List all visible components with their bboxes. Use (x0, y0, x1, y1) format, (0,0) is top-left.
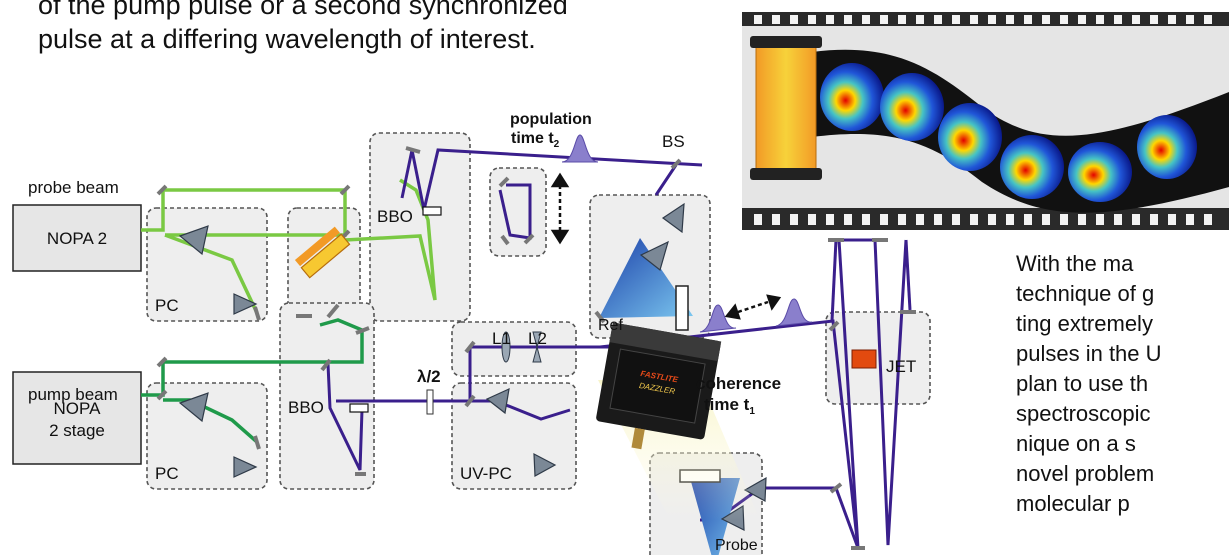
intro-line-1: of the pump pulse or a second synchroniz… (38, 0, 568, 20)
label-nopa-2stage-2: 2 stage (49, 421, 105, 440)
label-coherence-subscript: 1 (749, 406, 755, 417)
label-bbo-top: BBO (377, 207, 413, 226)
side-line-1: With the ma (1016, 251, 1134, 276)
side-line-3: ting extremely (1016, 311, 1153, 336)
lens-box (451, 321, 577, 377)
intro-line-2: pulse at a differing wavelength of inter… (38, 24, 536, 54)
film-perforations (754, 15, 1212, 225)
side-line-9: molecular p (1016, 491, 1130, 516)
ref-spectrum-fan (599, 238, 693, 318)
label-pc-bottom: PC (155, 464, 179, 483)
label-l2: L2 (528, 329, 547, 348)
label-ref: Ref (598, 317, 623, 334)
side-line-8: novel problem (1016, 461, 1155, 486)
nopa2-box (12, 204, 142, 272)
pulse-coherence-1 (699, 304, 737, 333)
mirrors (156, 146, 916, 550)
grating-crystal (294, 226, 351, 279)
jet-nozzle (851, 349, 877, 369)
side-line-7: nique on a s (1016, 431, 1136, 456)
label-uv-pc: UV-PC (460, 464, 512, 483)
side-line-5: plan to use th (1016, 371, 1149, 396)
dazzler-device: FASTLITE DAZZLER (596, 322, 722, 450)
delay-box (489, 167, 547, 257)
label-population-subscript: 2 (554, 139, 560, 150)
film-canister (755, 41, 817, 173)
bbo-crystal-top (422, 206, 442, 216)
lens-l1 (501, 331, 511, 363)
nopa-2stage-box (12, 371, 142, 465)
delay-arrow-coherence (724, 294, 782, 320)
bbo-bottom-box (279, 302, 375, 490)
label-coherence-1: coherence (696, 374, 781, 393)
label-nopa2: NOPA 2 (47, 229, 107, 248)
probe-beam-path (141, 178, 437, 314)
film-strip-graphic (742, 12, 1229, 230)
label-bbo-bottom: BBO (288, 398, 324, 417)
prisms (178, 202, 767, 531)
label-coherence-2: time t1 (704, 395, 755, 417)
ref-detector (675, 285, 689, 331)
lens-l2 (532, 331, 542, 363)
label-pump-beam: pump beam (28, 385, 118, 404)
label-population-2: time t2 (511, 130, 560, 150)
label-probe-beam: probe beam (28, 178, 119, 197)
label-probe: Probe (715, 537, 758, 554)
label-population-1: population (510, 111, 592, 128)
side-paragraph: With the ma technique of g ting extremel… (1016, 249, 1162, 519)
label-jet: JET (886, 357, 916, 376)
pulse-coherence-2 (775, 298, 813, 327)
side-line-6: spectroscopic (1016, 401, 1151, 426)
waveplate (426, 389, 434, 415)
side-line-4: pulses in the U (1016, 341, 1162, 366)
label-lambda-half: λ/2 (417, 367, 441, 386)
label-nopa-2stage-1: NOPA (54, 399, 102, 418)
side-line-2: technique of g (1016, 281, 1155, 306)
label-bs: BS (662, 132, 685, 151)
label-l1: L1 (492, 329, 511, 348)
film-frames (820, 63, 1197, 202)
delay-arrow-population (550, 172, 570, 245)
label-pc-top: PC (155, 296, 179, 315)
bbo-crystal-bottom (349, 403, 369, 413)
intro-text: of the pump pulse or a second synchroniz… (38, 0, 568, 56)
pulse-population (561, 134, 599, 163)
bbo-top-box (369, 132, 471, 322)
